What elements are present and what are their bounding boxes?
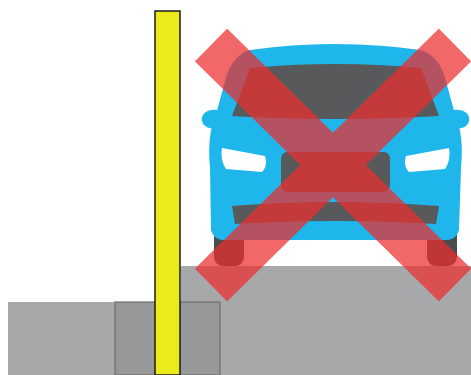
prohibition-x-icon (194, 28, 471, 302)
car-headlight-right (405, 148, 450, 172)
yellow-bollard-post-icon (154, 10, 181, 375)
car-headlight-left (221, 148, 266, 172)
cross-stroke-2 (194, 28, 471, 302)
